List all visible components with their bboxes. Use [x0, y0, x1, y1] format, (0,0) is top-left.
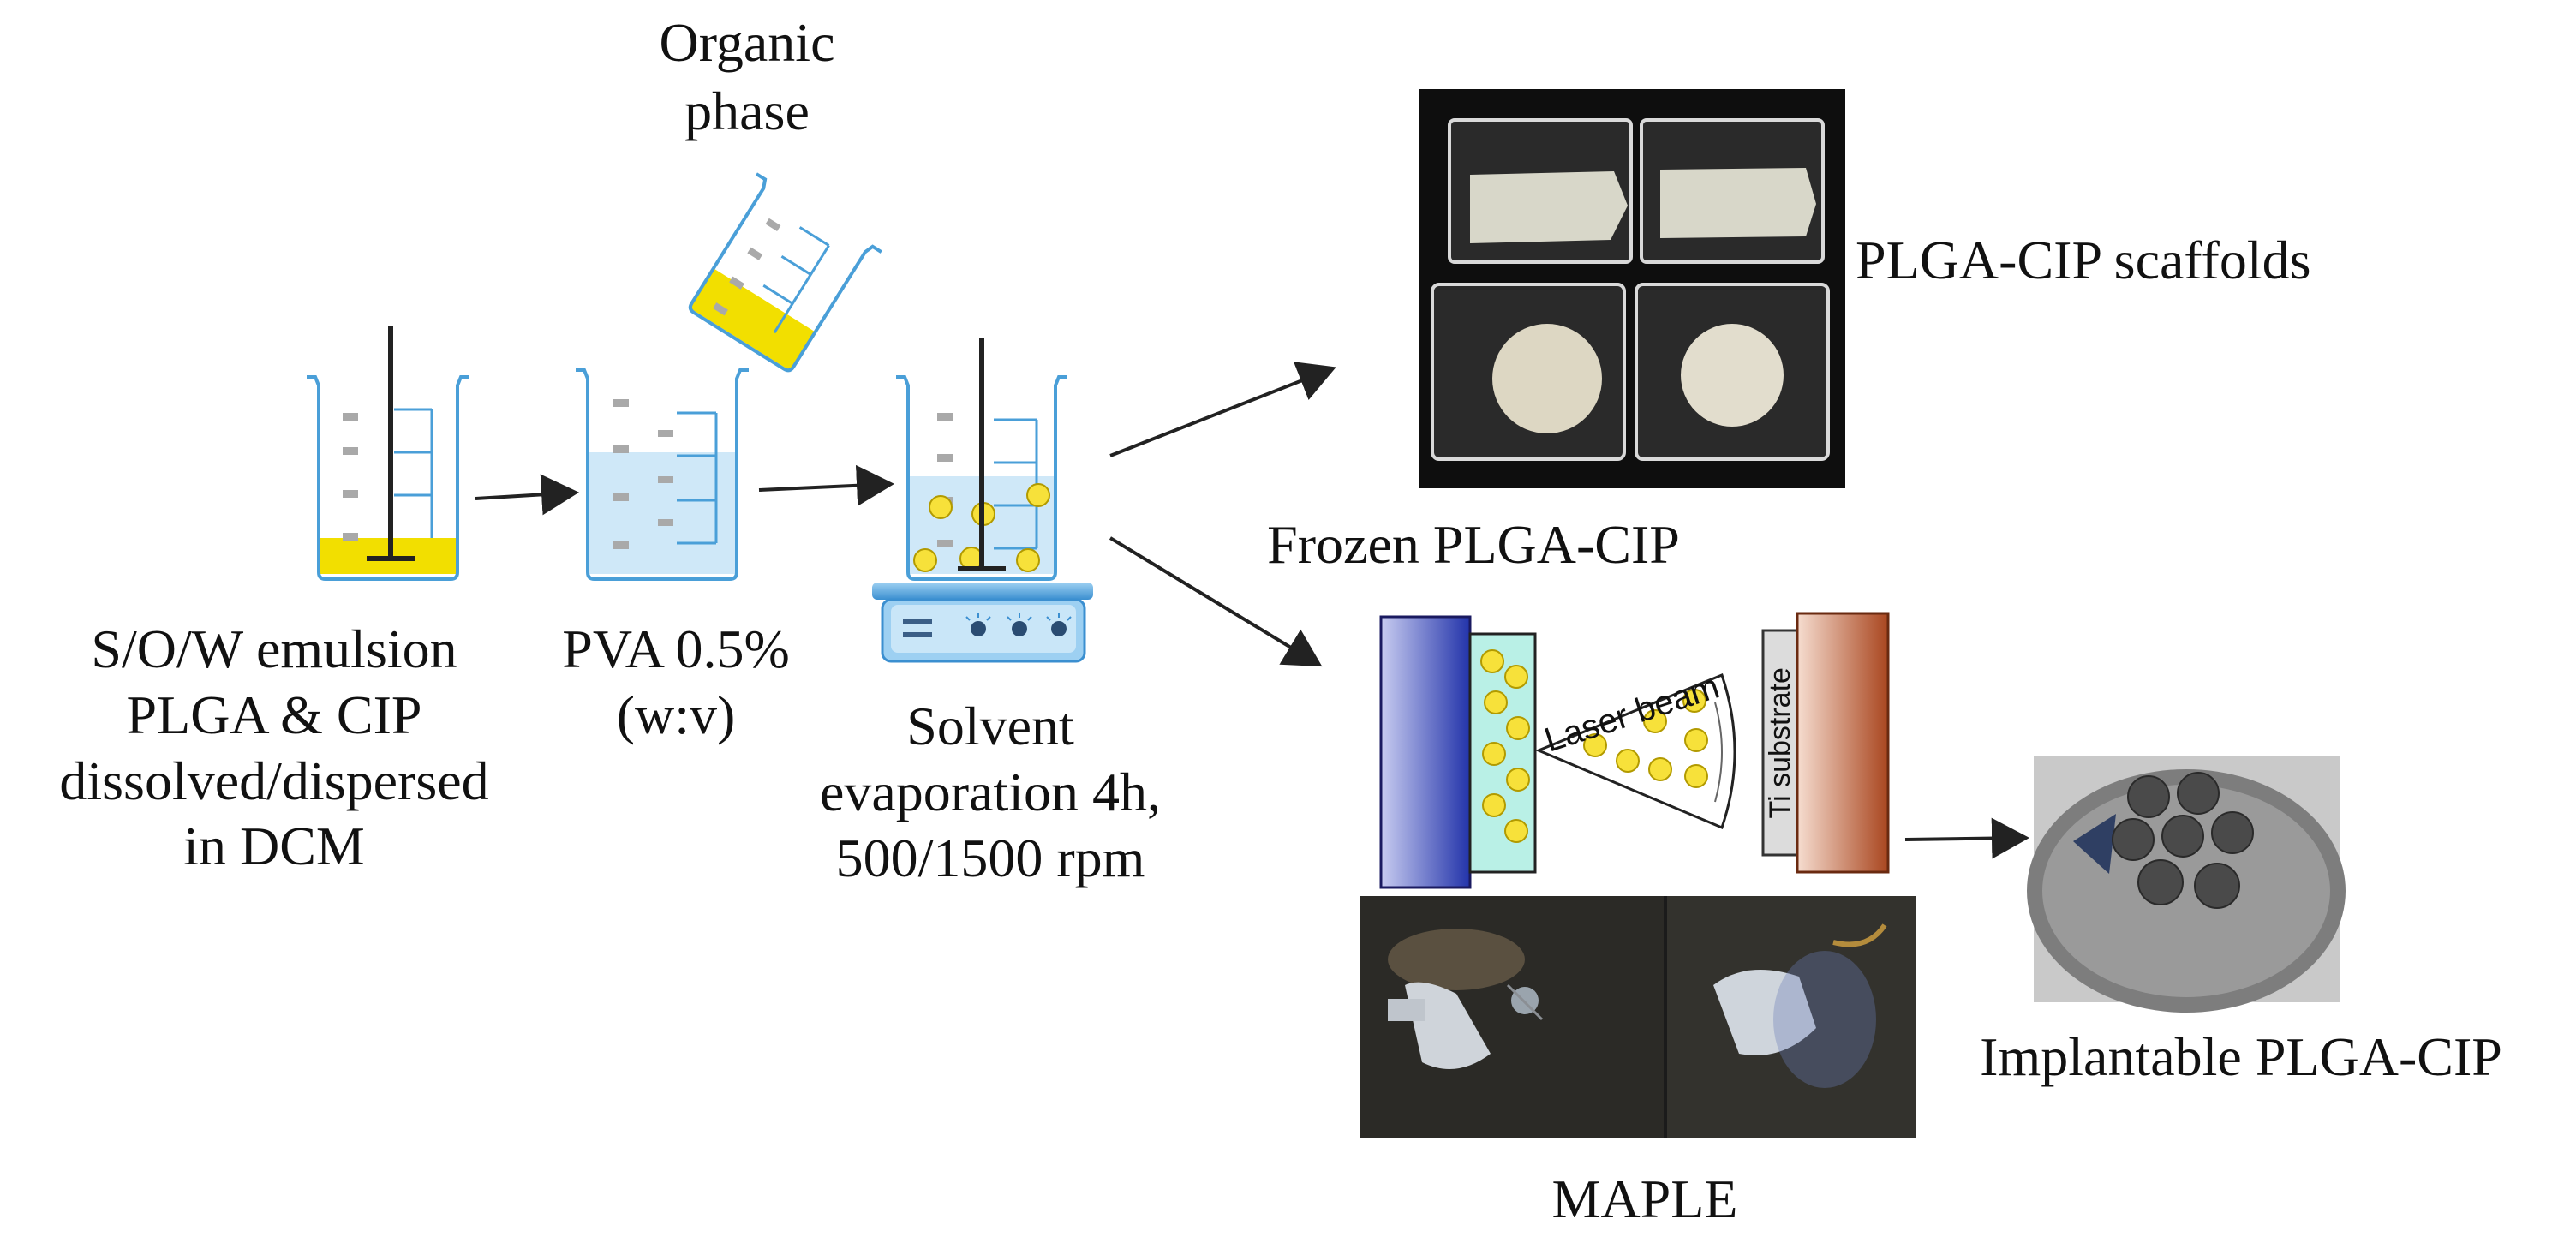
- emulsion-line-3: dissolved/dispersed: [59, 750, 489, 811]
- photo-scaffolds: [1419, 89, 1845, 488]
- beaker-evaporation: [896, 338, 1067, 581]
- beaker-pva: [576, 368, 749, 581]
- label-pva: PVA 0.5% (w:v): [533, 617, 819, 749]
- substrate-holder: [1796, 612, 1890, 874]
- label-organic-phase: Organic phase: [619, 9, 876, 146]
- label-maple: MAPLE: [1491, 1165, 1799, 1234]
- ti-substrate: [1761, 629, 1799, 857]
- maple-text: MAPLE: [1551, 1168, 1738, 1229]
- label-implantable: Implantable PLGA-CIP: [1916, 1023, 2567, 1091]
- solvent-line-1: Solvent: [906, 696, 1074, 756]
- label-frozen: Frozen PLGA-CIP: [1199, 511, 1748, 579]
- implantable-text: Implantable PLGA-CIP: [1980, 1026, 2502, 1087]
- label-ti-substrate: Ti substrate: [1762, 631, 1799, 854]
- maple-schematic: [1379, 612, 1890, 889]
- solvent-line-2: evaporation 4h,: [819, 761, 1162, 822]
- beaker-emulsion: [307, 326, 469, 581]
- organic-phase-line-1: Organic: [659, 12, 835, 73]
- target-holder: [1379, 615, 1472, 889]
- magnetic-stirrer: [872, 583, 1093, 663]
- pva-line-1: PVA 0.5%: [562, 619, 790, 679]
- photo-maple-chamber: [1360, 896, 1916, 1138]
- beaker-organic-phase: [688, 172, 882, 373]
- scaffolds-text: PLGA-CIP scaffolds: [1856, 230, 2311, 290]
- label-solvent: Solvent evaporation 4h, 500/1500 rpm: [776, 694, 1204, 891]
- label-emulsion: S/O/W emulsion PLGA & CIP dissolved/disp…: [9, 617, 540, 880]
- emulsion-line-4: in DCM: [183, 816, 365, 877]
- arrow-emulsion-to-pva: [475, 474, 579, 516]
- emulsion-line-2: PLGA & CIP: [126, 684, 422, 745]
- arrow-to-scaffolds: [1109, 362, 1336, 457]
- emulsion-line-1: S/O/W emulsion: [91, 619, 457, 679]
- ti-substrate-text: Ti substrate: [1763, 667, 1796, 819]
- photo-implantable: [2027, 756, 2346, 1013]
- flow-arrows: [475, 362, 2029, 859]
- arrow-pva-to-evaporation: [758, 464, 894, 506]
- solvent-line-3: 500/1500 rpm: [835, 827, 1145, 888]
- pva-line-2: (w:v): [616, 684, 736, 745]
- arrow-to-maple: [1109, 536, 1323, 667]
- frozen-text: Frozen PLGA-CIP: [1267, 514, 1680, 575]
- label-scaffolds: PLGA-CIP scaffolds: [1856, 226, 2421, 295]
- organic-phase-line-2: phase: [684, 81, 810, 141]
- arrow-to-implantable: [1904, 817, 2029, 859]
